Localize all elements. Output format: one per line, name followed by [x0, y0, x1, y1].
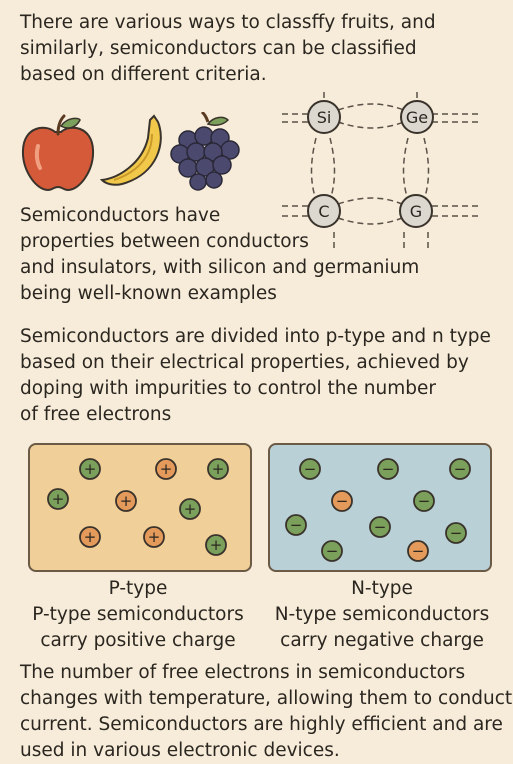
svg-text:−: − — [418, 492, 431, 510]
svg-text:−: − — [454, 460, 467, 478]
intro-paragraph: There are various ways to classffy fruit… — [20, 10, 500, 88]
negative-charge: − — [377, 458, 399, 480]
svg-text:+: + — [184, 500, 197, 518]
n-type-charges: − − − − − − − − − − — [285, 458, 471, 562]
fruit-illustrations — [21, 112, 240, 192]
properties-line: being well-known examples — [20, 283, 277, 304]
negative-charge: − — [299, 458, 321, 480]
svg-text:+: + — [120, 492, 133, 510]
properties-paragraph: Semiconductors have properties between c… — [20, 203, 420, 307]
properties-line: Semiconductors have — [20, 205, 221, 226]
svg-text:−: − — [326, 542, 339, 560]
svg-text:+: + — [84, 528, 97, 546]
negative-charge: − — [331, 490, 353, 512]
svg-text:−: − — [374, 518, 387, 536]
svg-text:+: + — [148, 528, 161, 546]
conclusion-paragraph: The number of free electrons in semicond… — [20, 660, 513, 764]
p-type-title: P-type — [108, 578, 168, 599]
doping-line: Semiconductors are divided into p-type a… — [20, 326, 491, 347]
intro-line: similarly, semiconductors can be classif… — [20, 38, 417, 59]
svg-text:Si: Si — [317, 108, 332, 127]
negative-charge: − — [369, 516, 391, 538]
grapes-icon — [170, 112, 240, 191]
svg-text:+: + — [160, 460, 173, 478]
svg-text:+: + — [52, 490, 65, 508]
svg-text:Ge: Ge — [406, 108, 428, 127]
p-type-caption: P-type P-type semiconductors carry posit… — [13, 576, 263, 654]
positive-charge: + — [207, 458, 229, 480]
positive-charge: + — [79, 526, 101, 548]
doping-line: doping with impurities to control the nu… — [20, 378, 436, 399]
atom-lattice-diagram: Si Ge C G — [282, 92, 478, 250]
svg-text:+: + — [84, 460, 97, 478]
positive-charge: + — [155, 458, 177, 480]
intro-line: There are various ways to classffy fruit… — [20, 12, 436, 33]
doping-paragraph: Semiconductors are divided into p-type a… — [20, 324, 505, 428]
svg-text:−: − — [382, 460, 395, 478]
negative-charge: − — [285, 514, 307, 536]
atom-si: Si — [307, 100, 341, 134]
n-type-semiconductor-box: − − − − − − − − − − — [268, 443, 492, 572]
intro-line: based on different criteria. — [20, 64, 267, 85]
atom-g: G — [399, 194, 433, 228]
n-type-title: N-type — [351, 578, 413, 599]
doping-line: based on their electrical properties, ac… — [20, 352, 469, 373]
svg-text:−: − — [450, 524, 463, 542]
svg-text:G: G — [410, 202, 422, 221]
svg-text:−: − — [336, 492, 349, 510]
conclusion-line: used in various electronic devices. — [20, 740, 340, 761]
n-type-desc-line: N-type semiconductors — [274, 604, 490, 625]
p-type-charges: + + + + + + + + + — [47, 458, 229, 556]
positive-charge: + — [179, 498, 201, 520]
banana-icon — [99, 114, 162, 186]
positive-charge: + — [79, 458, 101, 480]
n-type-caption: N-type N-type semiconductors carry negat… — [257, 576, 507, 654]
negative-charge: − — [445, 522, 467, 544]
p-type-semiconductor-box: + + + + + + + + + — [28, 443, 252, 572]
positive-charge: + — [115, 490, 137, 512]
conclusion-line: The number of free electrons in semicond… — [20, 662, 466, 683]
n-type-desc-line: carry negative charge — [280, 630, 484, 651]
svg-text:−: − — [412, 542, 425, 560]
apple-icon — [21, 114, 95, 192]
positive-charge: + — [47, 488, 69, 510]
svg-text:+: + — [210, 536, 223, 554]
p-type-desc-line: carry positive charge — [40, 630, 236, 651]
conclusion-line: changes with temperature, allowing them … — [20, 688, 513, 709]
p-type-desc-line: P-type semiconductors — [32, 604, 244, 625]
negative-charge: − — [449, 458, 471, 480]
atom-ge: Ge — [400, 100, 434, 134]
svg-text:−: − — [290, 516, 303, 534]
conclusion-line: current. Semiconductors are highly effic… — [20, 714, 503, 735]
svg-text:+: + — [212, 460, 225, 478]
svg-text:−: − — [304, 460, 317, 478]
properties-line: properties between conductors — [20, 231, 309, 252]
doping-line: of free electrons — [20, 404, 172, 425]
atom-c: C — [307, 194, 341, 228]
positive-charge: + — [205, 534, 227, 556]
negative-charge: − — [321, 540, 343, 562]
negative-charge: − — [413, 490, 435, 512]
properties-line: and insulators, with silicon and germani… — [20, 257, 420, 278]
negative-charge: − — [407, 540, 429, 562]
svg-text:C: C — [318, 202, 329, 221]
positive-charge: + — [143, 526, 165, 548]
